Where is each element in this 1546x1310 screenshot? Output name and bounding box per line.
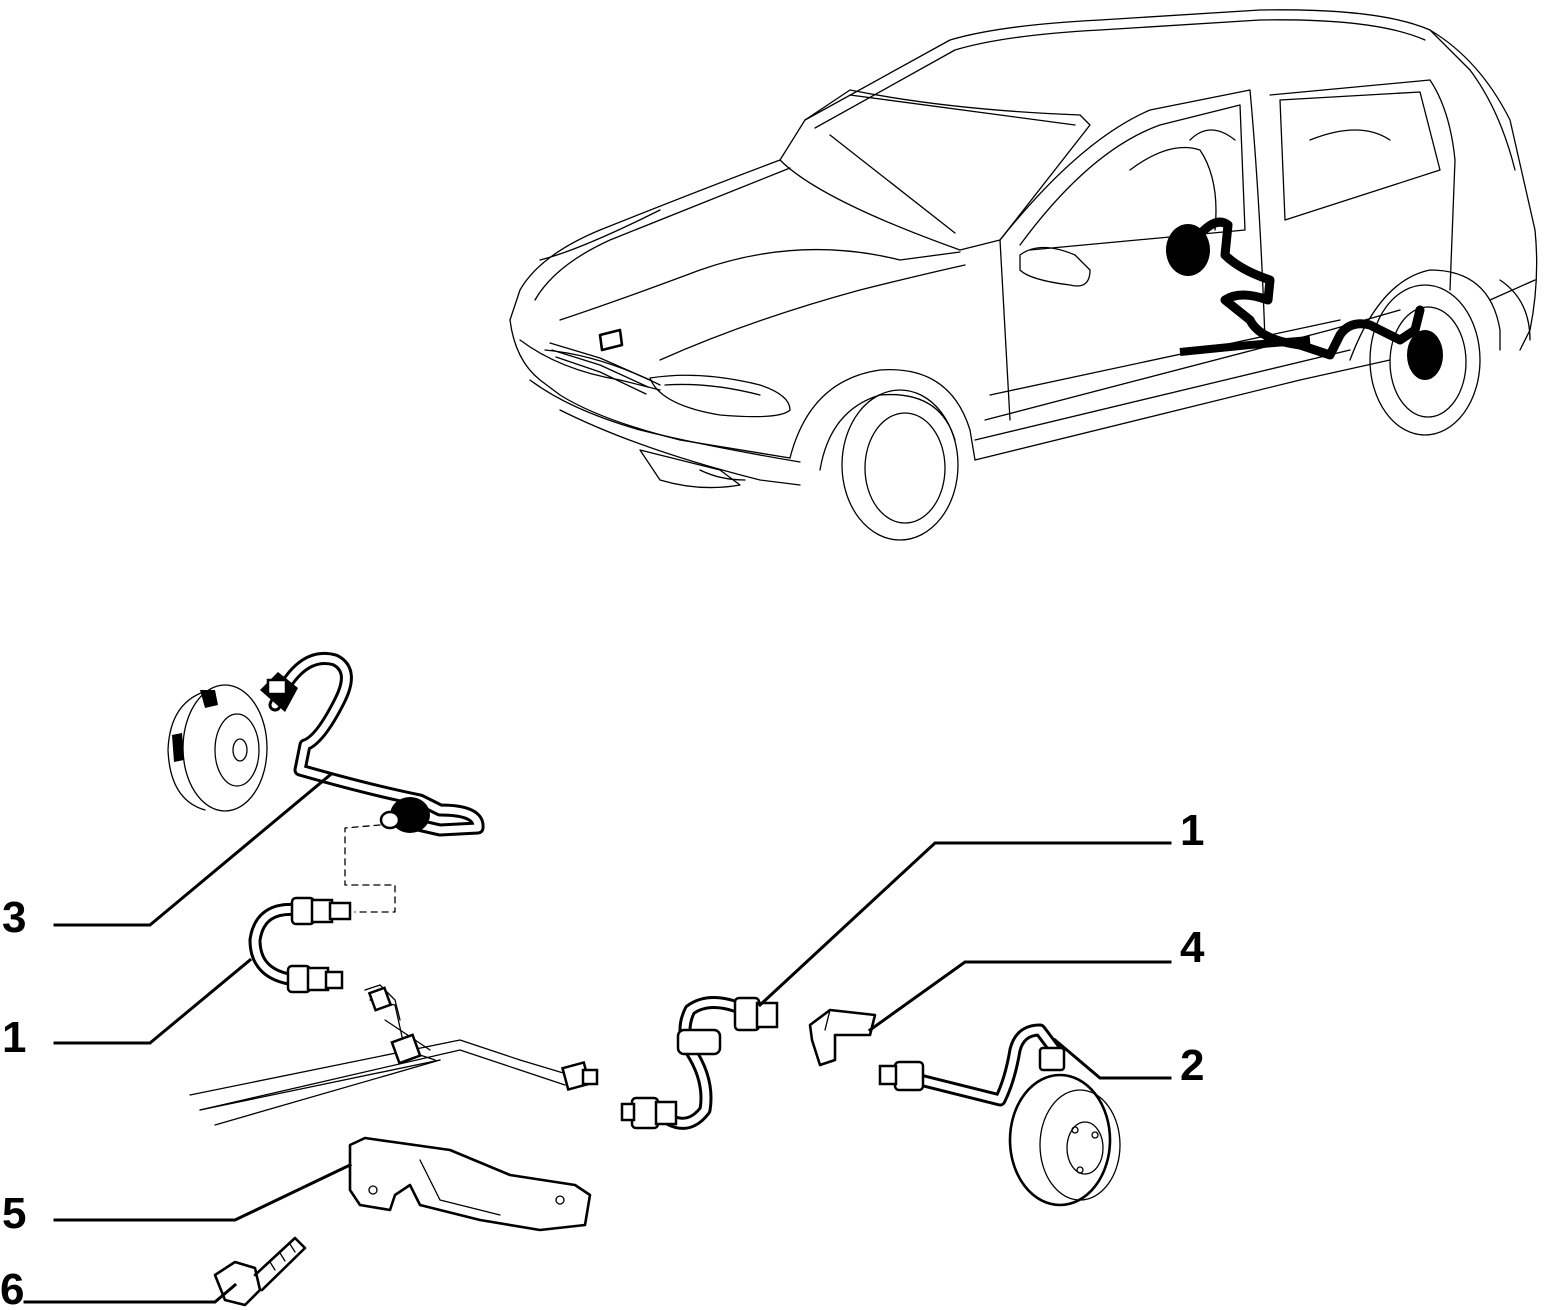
highlighted-brake-circuit bbox=[1166, 217, 1443, 380]
part-1-flexible-hose-right bbox=[620, 996, 779, 1130]
chassis-rigid-lines bbox=[189, 984, 599, 1126]
part-3-disc-and-rigid-pipe bbox=[167, 652, 485, 913]
part-1-flexible-hose-left bbox=[248, 896, 352, 994]
part-6-bolt bbox=[213, 1236, 307, 1307]
callout-2: 2 bbox=[1180, 1041, 1204, 1090]
part-2-rear-pipe-and-drum bbox=[878, 1023, 1121, 1207]
callout-1-right: 1 bbox=[1180, 806, 1204, 855]
callout-4: 4 bbox=[1180, 923, 1205, 972]
part-5-bracket-plate bbox=[348, 1136, 592, 1232]
callout-5: 5 bbox=[2, 1189, 26, 1238]
callout-6: 6 bbox=[0, 1265, 24, 1310]
leader-lines bbox=[23, 772, 1172, 1304]
part-4-bracket-clip bbox=[808, 1008, 877, 1067]
callout-3: 3 bbox=[2, 893, 26, 942]
callout-1-left: 1 bbox=[2, 1013, 26, 1062]
car-outline bbox=[509, 9, 1538, 541]
